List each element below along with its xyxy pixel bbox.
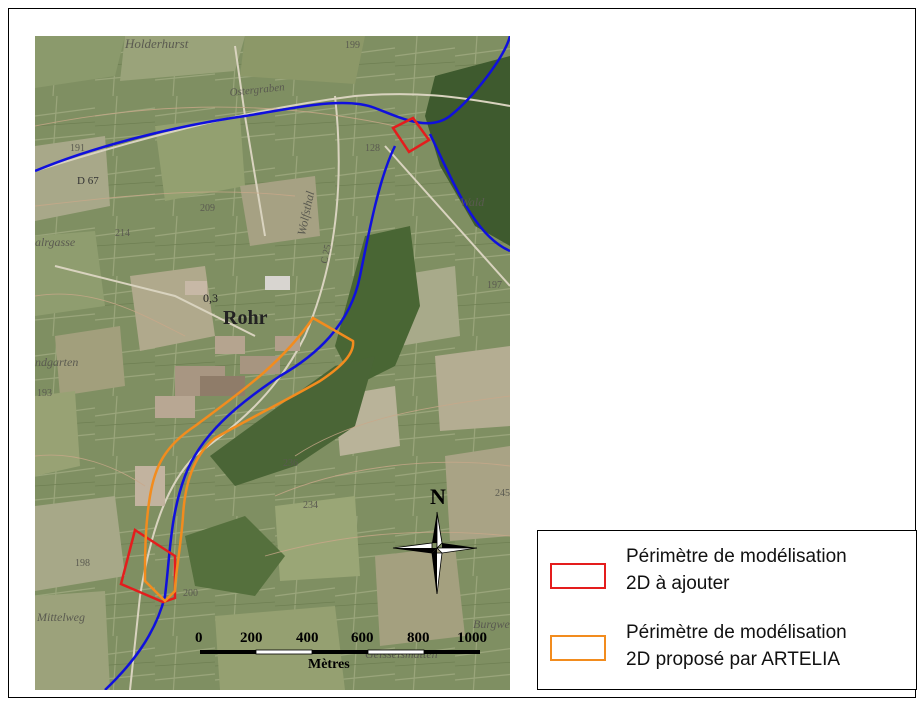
river-northwest [35, 36, 510, 173]
village-rohr [135, 276, 300, 506]
legend-swatch-red [550, 563, 606, 589]
legend-add-line1: Périmètre de modélisation [626, 546, 847, 567]
label-197: 197 [487, 280, 502, 291]
legend: Périmètre de modélisation 2D à ajouter P… [537, 530, 917, 690]
label-wald: Wald [460, 195, 485, 209]
roads [35, 45, 510, 690]
label-rohr: Rohr [223, 307, 268, 329]
label-199: 199 [345, 40, 360, 51]
label-236: 236 [283, 458, 298, 469]
label-198: 198 [75, 558, 90, 569]
legend-artelia-line2: 2D proposé par ARTELIA [626, 649, 841, 670]
label-mittelweg: Mittelweg [36, 610, 85, 624]
label-c25: C 25 [319, 244, 334, 265]
perimeter-add-south[interactable] [119, 528, 177, 604]
river-east [428, 133, 510, 253]
label-ostergraben: Ostergraben [229, 81, 286, 99]
label-0-3: 0,3 [203, 291, 218, 305]
scale-tick-0: 0 [195, 630, 203, 646]
scale-tick-200: 200 [240, 630, 263, 646]
forest-areas [185, 56, 510, 596]
label-alrgasse: alrgasse [35, 235, 76, 249]
legend-text-artelia: Périmètre de modélisation 2D proposé par… [626, 619, 847, 673]
scale-tick-600: 600 [351, 630, 374, 646]
label-193: 193 [37, 388, 52, 399]
label-234: 234 [303, 500, 318, 511]
scale-bar: 0 200 400 600 800 1000 Mètres [195, 630, 487, 672]
north-label: N [430, 484, 446, 509]
label-holderhurst: Holderhurst [124, 36, 189, 51]
legend-artelia-line1: Périmètre de modélisation [626, 622, 847, 643]
map-canvas: Holderhurst Ostergraben D 67 209 214 alr… [35, 36, 510, 690]
perimeter-artelia[interactable] [143, 316, 355, 603]
label-d67: D 67 [77, 175, 99, 187]
legend-add-line2: 2D à ajouter [626, 573, 730, 594]
label-128: 128 [365, 143, 380, 154]
label-214: 214 [115, 228, 130, 239]
perimeter-add-north[interactable] [391, 116, 431, 154]
legend-swatch-orange [550, 635, 606, 661]
aerial-map[interactable]: Holderhurst Ostergraben D 67 209 214 alr… [35, 36, 510, 690]
label-191: 191 [70, 143, 85, 154]
label-209: 209 [200, 203, 215, 214]
legend-text-add: Périmètre de modélisation 2D à ajouter [626, 543, 847, 597]
scale-tick-800: 800 [407, 630, 430, 646]
label-245: 245 [495, 488, 510, 499]
scale-tick-400: 400 [296, 630, 319, 646]
label-200: 200 [183, 588, 198, 599]
scale-tick-1000: 1000 [457, 630, 487, 646]
label-ndgarten: ndgarten [35, 355, 78, 369]
north-arrow: N [392, 484, 478, 595]
scale-unit: Mètres [308, 657, 350, 672]
contour-lines [35, 106, 510, 557]
label-burgwe: Burgwe [473, 617, 510, 631]
